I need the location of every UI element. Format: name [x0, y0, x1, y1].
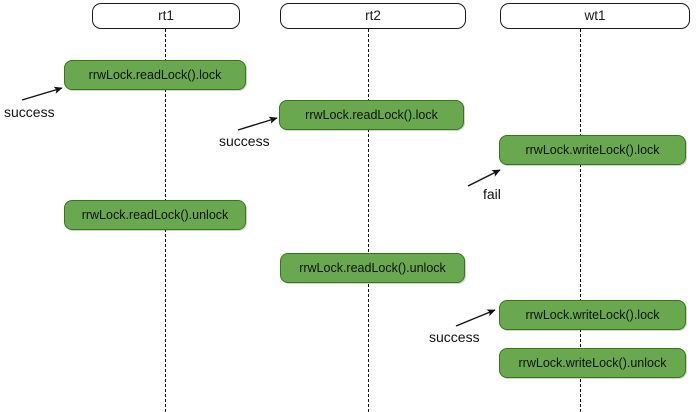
activation-wt1-writelock-lock-success[interactable]: rrwLock.writeLock().lock [499, 300, 686, 330]
annotation-wt1-success-label: success [429, 329, 480, 345]
activation-label: rrwLock.writeLock().unlock [518, 355, 667, 370]
activation-label: rrwLock.readLock().unlock [299, 260, 446, 275]
lifeline-label: rt1 [158, 8, 174, 24]
activation-label: rrwLock.readLock().lock [88, 67, 222, 82]
activation-wt1-writelock-unlock[interactable]: rrwLock.writeLock().unlock [499, 348, 686, 378]
activation-rt1-readlock-unlock[interactable]: rrwLock.readLock().unlock [64, 200, 246, 230]
annotation-rt1-success-label: success [4, 104, 55, 120]
activation-rt2-readlock-lock[interactable]: rrwLock.readLock().lock [279, 100, 464, 130]
activation-label: rrwLock.writeLock().lock [525, 307, 660, 322]
lifeline-head-rt1[interactable]: rt1 [92, 3, 240, 29]
lifeline-head-rt2[interactable]: rt2 [280, 3, 466, 29]
lifeline-head-wt1[interactable]: wt1 [500, 3, 690, 29]
activation-rt2-readlock-unlock[interactable]: rrwLock.readLock().unlock [280, 253, 465, 283]
lifeline-label: wt1 [584, 8, 606, 24]
activation-label: rrwLock.writeLock().lock [525, 142, 660, 157]
annotation-rt2-success-label: success [219, 133, 270, 149]
annotation-wt1-fail-label: fail [483, 186, 501, 202]
lifeline-label: rt2 [365, 8, 381, 24]
activation-label: rrwLock.readLock().unlock [81, 207, 229, 222]
activation-rt1-readlock-lock[interactable]: rrwLock.readLock().lock [64, 60, 246, 90]
lifeline-line-rt2 [368, 29, 369, 412]
activation-wt1-writelock-lock-fail[interactable]: rrwLock.writeLock().lock [499, 135, 686, 165]
lifeline-line-wt1 [580, 29, 581, 412]
activation-label: rrwLock.readLock().lock [305, 107, 438, 122]
